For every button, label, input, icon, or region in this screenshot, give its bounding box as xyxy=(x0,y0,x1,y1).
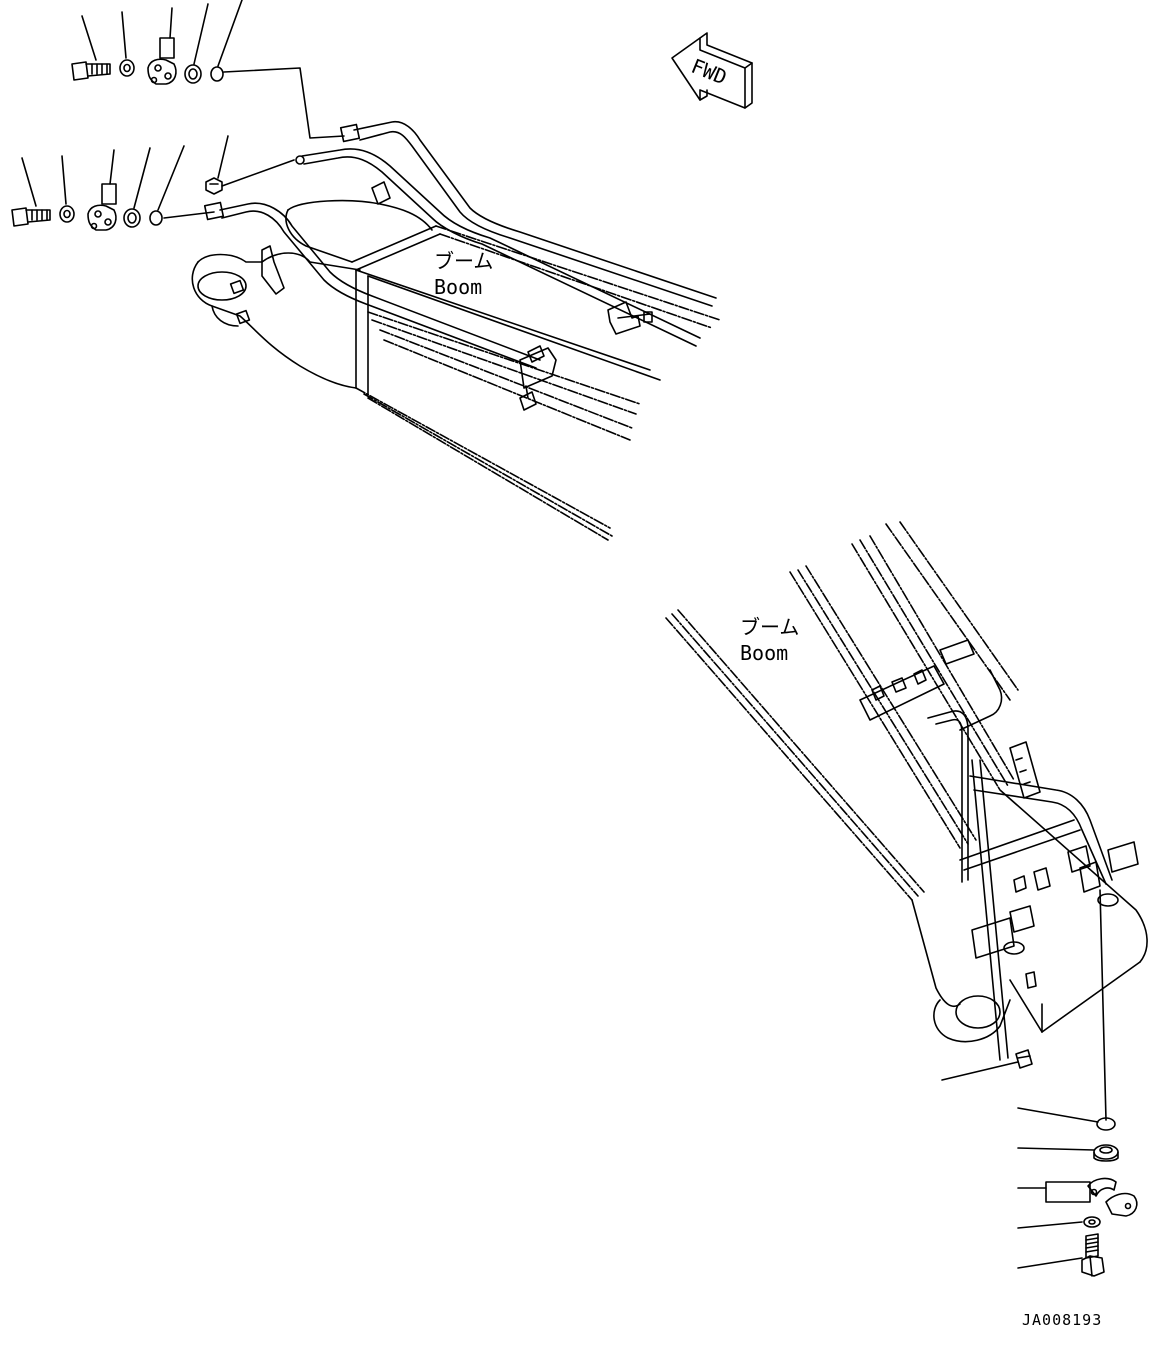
bolt-icon xyxy=(11,207,51,227)
seal-icon xyxy=(210,66,224,82)
seal-icon xyxy=(149,210,163,226)
upper-hardware-row-2 xyxy=(11,135,295,231)
upper-boom-outline xyxy=(191,181,721,541)
lower-boom-pipes xyxy=(859,639,1139,1121)
seal-icon xyxy=(1096,1117,1116,1131)
split-flange-icon xyxy=(87,183,117,231)
lower-hardware-column xyxy=(941,1061,1138,1277)
boom-label-jp-upper: ブーム xyxy=(434,249,493,273)
washer-icon xyxy=(59,205,75,223)
drawing-code: JA008193 xyxy=(1022,1311,1102,1329)
boom-label-en-lower: Boom xyxy=(740,641,788,665)
boom-label-jp-lower: ブーム xyxy=(740,615,799,639)
pipe-fitting-icon xyxy=(1015,1049,1033,1069)
upper-hardware-row-1 xyxy=(71,0,345,139)
upper-boom-pipes xyxy=(203,120,717,411)
nut-icon xyxy=(205,177,223,195)
o-ring-icon xyxy=(184,64,202,84)
o-ring-icon xyxy=(1093,1144,1119,1162)
bolt-icon xyxy=(71,61,111,81)
split-flange-label-box xyxy=(1045,1181,1091,1203)
bolt-icon xyxy=(1081,1233,1105,1277)
split-flange-icon xyxy=(1087,1177,1138,1217)
washer-icon xyxy=(119,59,135,77)
fwd-arrow-icon: FWD xyxy=(671,32,753,109)
boom-label-en-upper: Boom xyxy=(434,275,482,299)
lower-boom-outline xyxy=(665,521,1148,1043)
washer-icon xyxy=(1083,1216,1101,1228)
split-flange-icon xyxy=(147,37,177,85)
o-ring-icon xyxy=(123,208,141,228)
